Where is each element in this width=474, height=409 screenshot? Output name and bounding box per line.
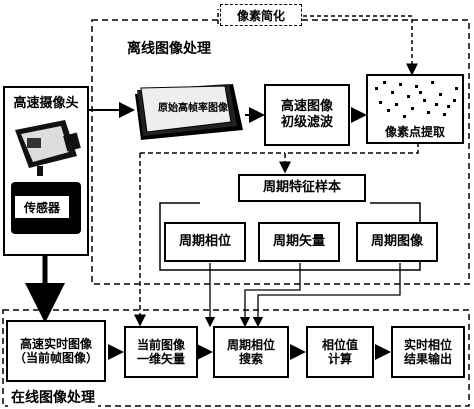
offline-region <box>91 19 470 285</box>
camera-panel: 高速摄像头 传感器 <box>3 86 89 256</box>
arrow-vector-search <box>239 263 301 328</box>
current-vector-label: 当前图像一维矢量 <box>136 337 185 366</box>
pixel-simplify-arrow <box>303 15 418 76</box>
output-box: 实时相位结果输出 <box>391 326 465 378</box>
filter-box: 高速图像初级滤波 <box>264 84 350 146</box>
sensor-label: 传感器 <box>15 196 69 218</box>
online-region <box>2 309 470 407</box>
current-vector-box: 当前图像一维矢量 <box>124 326 198 378</box>
raw-images-label: 原始高帧率图像 <box>158 103 228 114</box>
period-image-box: 周期图像 <box>356 222 438 262</box>
feature-bracket <box>159 202 421 271</box>
period-vector-box: 周期矢量 <box>258 222 340 262</box>
arrow-image-search <box>252 263 401 328</box>
realtime-image-box: 高速实时图像（当前帧图像） <box>6 320 106 382</box>
pixel-simplify-label: 像素简化 <box>220 4 302 26</box>
pixel-extract-label: 像素点提取 <box>384 125 445 139</box>
filter-label: 高速图像初级滤波 <box>280 99 333 130</box>
raw-images-stack <box>135 84 243 140</box>
phase-calc-box: 相位值计算 <box>306 326 374 378</box>
phase-calc-label: 相位值计算 <box>321 337 358 366</box>
phase-search-label: 周期相位搜索 <box>226 337 275 366</box>
pixel-scatter-icon <box>375 81 458 118</box>
offline-title: 离线图像处理 <box>124 38 214 58</box>
period-phase-box: 周期相位 <box>164 222 246 262</box>
arrow-extract-features <box>279 142 419 174</box>
realtime-image-label: 高速实时图像（当前帧图像） <box>13 336 98 365</box>
feature-samples-box: 周期特征样本 <box>238 174 366 202</box>
phase-search-box: 周期相位搜索 <box>213 326 289 378</box>
camera-title: 高速摄像头 <box>13 96 79 111</box>
pixel-extract-box: 像素点提取 <box>366 74 464 144</box>
online-title: 在线图像处理 <box>8 387 98 407</box>
camera-icon <box>15 120 81 176</box>
sensor-body: 传感器 <box>11 182 81 234</box>
output-label: 实时相位结果输出 <box>403 337 452 366</box>
